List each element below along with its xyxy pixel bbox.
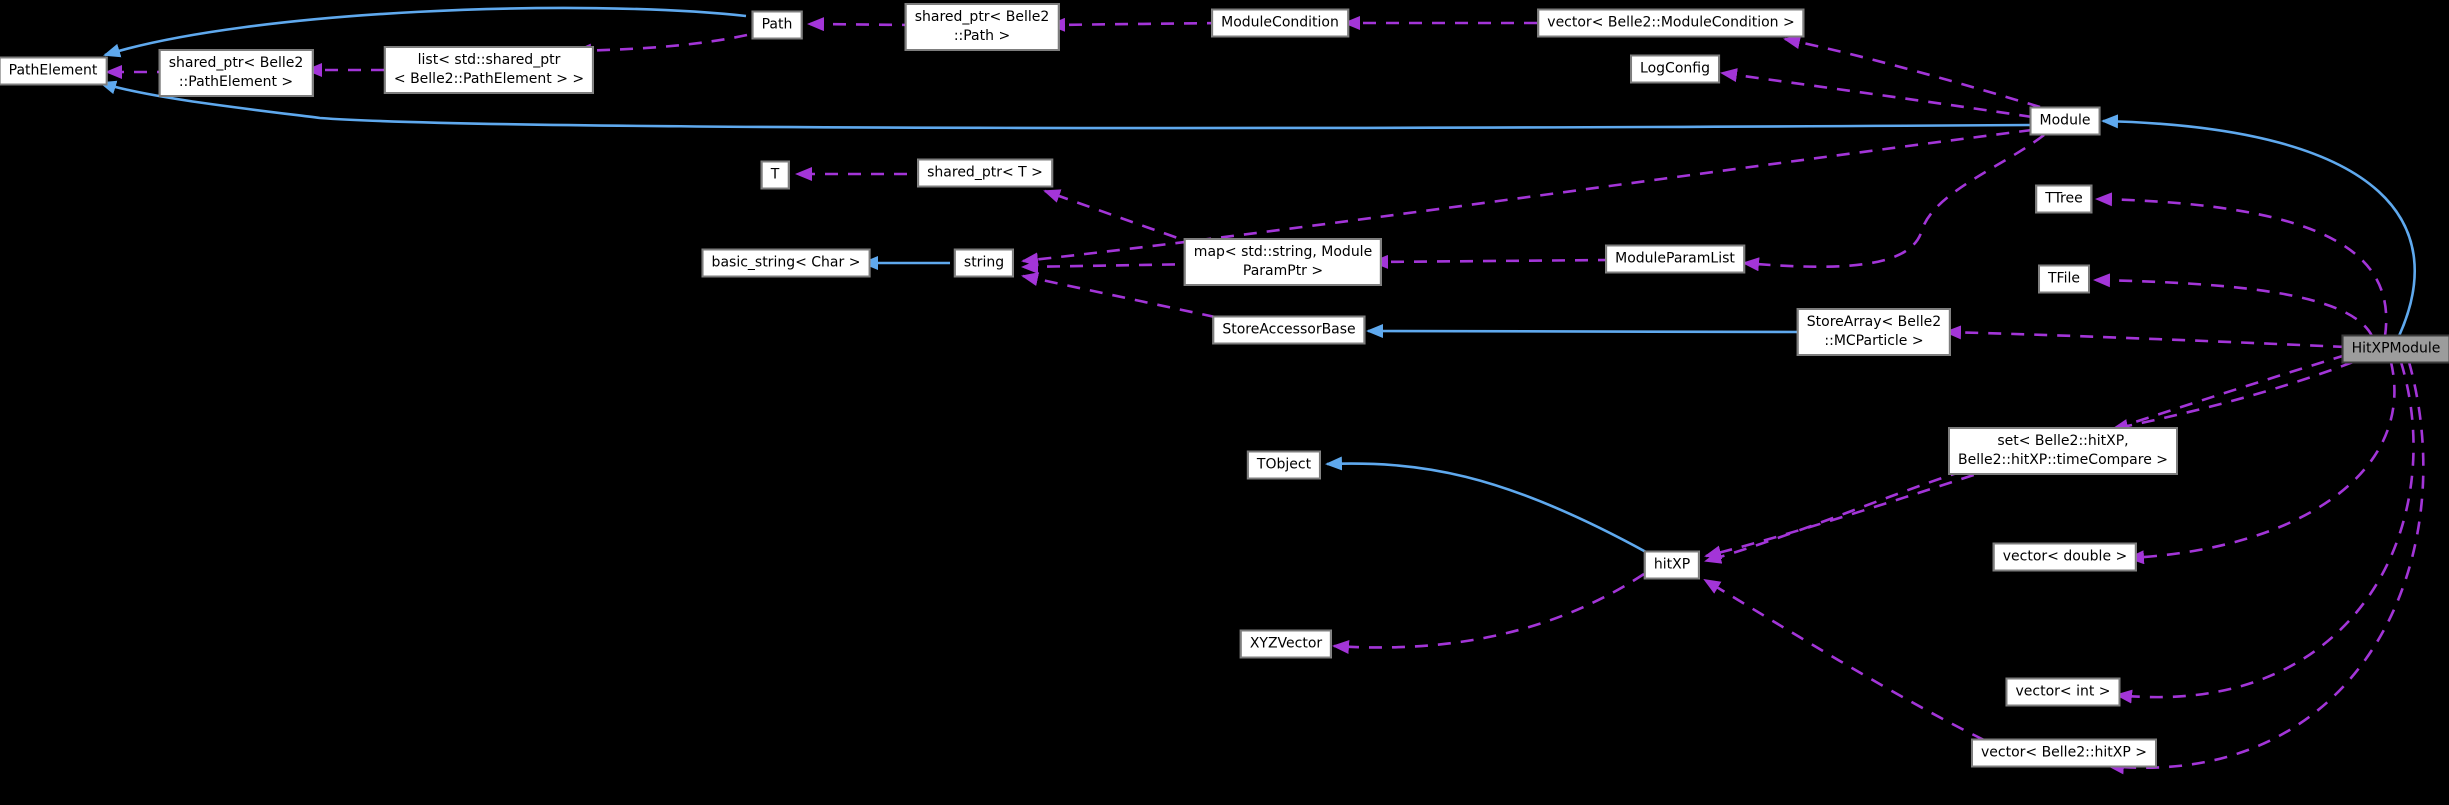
node-hitxp[interactable]: hitXP [1643,550,1701,580]
node-list-sp-pathelement[interactable]: list< std::shared_ptr < Belle2::PathElem… [383,46,595,94]
node-vec-double[interactable]: vector< double > [1992,542,2138,572]
node-set-hitxp[interactable]: set< Belle2::hitXP, Belle2::hitXP::timeC… [1948,427,2178,475]
node-basic-string[interactable]: basic_string< Char > [701,248,871,278]
node-vec-hitxp[interactable]: vector< Belle2::hitXP > [1970,738,2158,768]
node-storearray-mcparticle[interactable]: StoreArray< Belle2 ::MCParticle > [1796,308,1952,356]
node-logconfig[interactable]: LogConfig [1630,54,1720,84]
node-ttree[interactable]: TTree [2035,184,2093,214]
edge-map-to-sp-t [1043,189,1199,247]
node-t[interactable]: T [760,160,790,190]
edge-set-to-hitxp [1704,469,1964,564]
edge-hitxpmodule-to-storearray [1944,325,2347,349]
edge-path-to-list [574,33,748,58]
node-storeaccessorbase[interactable]: StoreAccessorBase [1212,315,1366,345]
edge-storearray-to-storeaccessorbase [1366,324,1809,339]
node-module[interactable]: Module [2029,106,2101,136]
edge-hitxpmodule-to-ttree [2095,192,2388,337]
edge-storeaccessorbase-to-string [1021,272,1216,319]
edge-module-to-vec-modulecondition [1783,35,2041,109]
node-vec-modulecondition[interactable]: vector< Belle2::ModuleCondition > [1537,8,1805,38]
node-modulecondition[interactable]: ModuleCondition [1211,8,1349,38]
node-hitxpmodule[interactable]: HitXPModule [2341,334,2449,364]
edge-hitxpmodule-to-vec-double [2127,361,2396,565]
edge-path-to-pathelement [103,6,747,58]
edge-modulecondition-to-sp-path [1048,17,1221,32]
edge-module-to-moduleparamlist [1742,133,2045,272]
edge-vec-hitxp-to-hitxp [1703,578,1985,742]
edge-map-to-string [1021,259,1199,274]
node-sp-pathelement[interactable]: shared_ptr< Belle2 ::PathElement > [158,49,314,97]
node-vec-int[interactable]: vector< int > [2005,677,2121,707]
edge-hitxpmodule-to-set [2111,360,2354,433]
edge-hitxpmodule-to-vec-hitxp [2107,361,2425,775]
node-xyzvector[interactable]: XYZVector [1239,629,1333,659]
edge-hitxp-to-tobject [1325,456,1647,554]
node-sp-t[interactable]: shared_ptr< T > [917,158,1053,188]
edge-hitxp-to-xyzvector [1332,572,1645,654]
edge-module-to-logconfig [1720,68,2033,119]
edge-sp-path-to-path [807,17,916,32]
node-pathelement[interactable]: PathElement [0,56,108,86]
node-string[interactable]: string [953,248,1015,278]
edge-module-to-pathelement [99,80,2033,130]
edge-hitxpmodule-to-vec-int [2115,361,2415,704]
node-sp-path[interactable]: shared_ptr< Belle2 ::Path > [904,3,1060,51]
node-tfile[interactable]: TFile [2038,264,2090,294]
edge-module-to-string [1021,128,2033,267]
node-tobject[interactable]: TObject [1246,450,1322,480]
edge-hitxpmodule-to-tfile [2093,273,2374,337]
node-map-moduleparamptr[interactable]: map< std::string, Module ParamPtr > [1183,238,1383,286]
edge-hitxpmodule-to-module [2101,114,2416,337]
node-path[interactable]: Path [751,10,803,40]
node-moduleparamlist[interactable]: ModuleParamList [1605,244,1745,274]
edge-moduleparamlist-to-map [1371,254,1612,269]
